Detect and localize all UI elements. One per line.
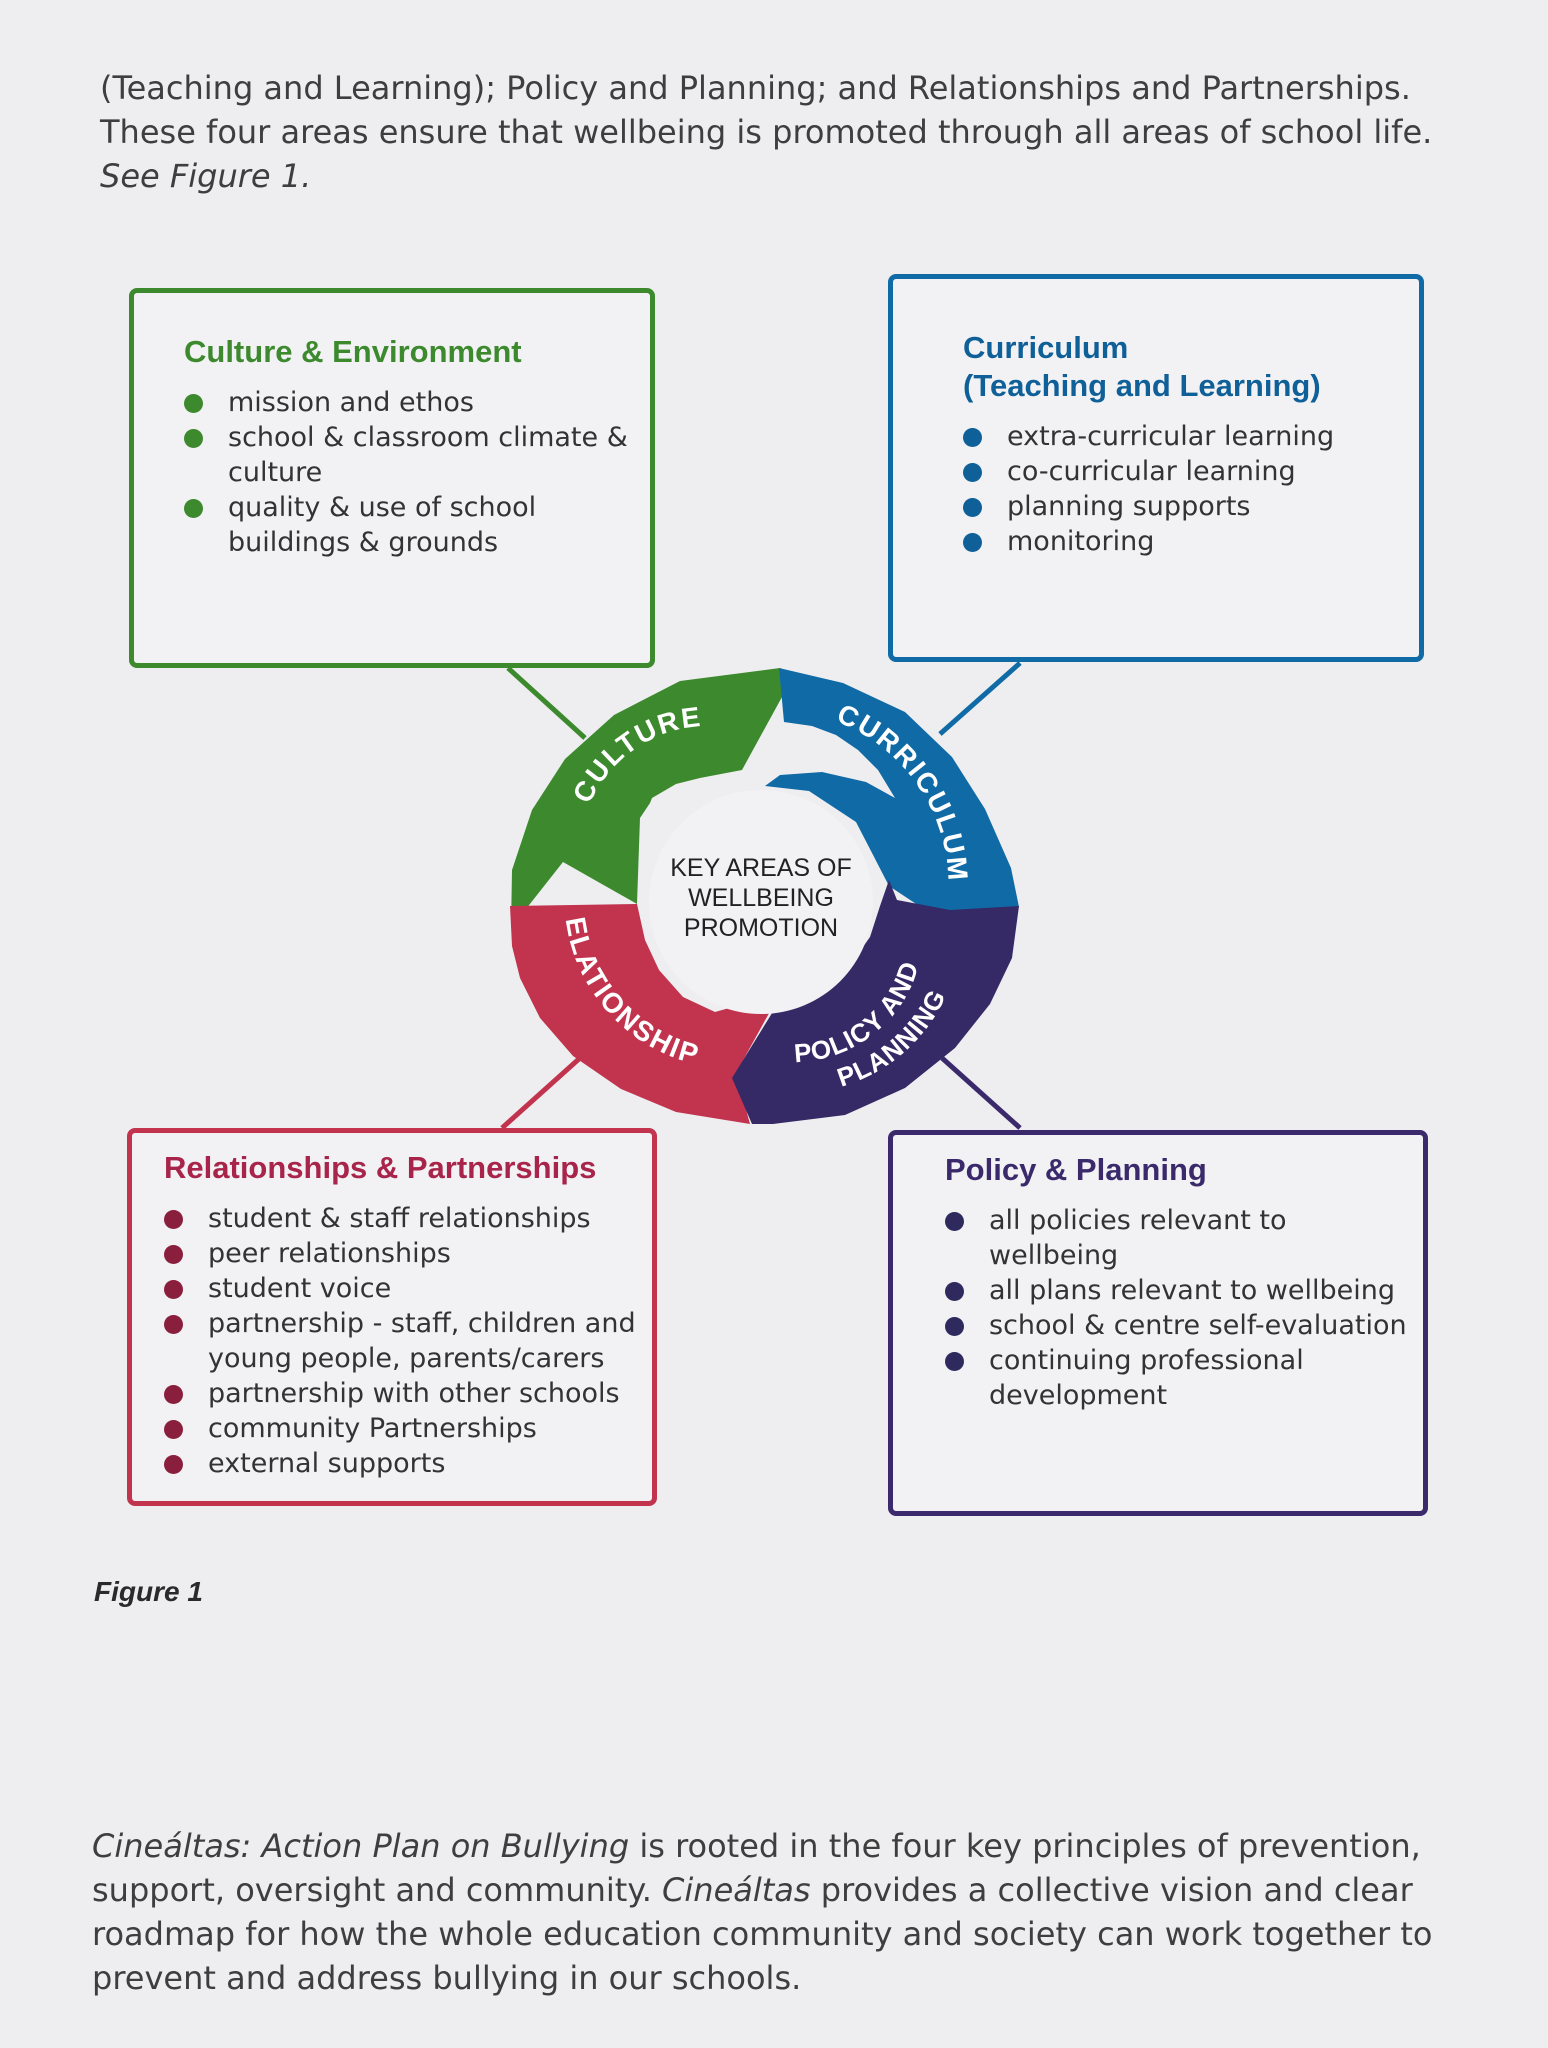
figure-caption: Figure 1	[94, 1576, 203, 1607]
list-item: planning supports	[963, 489, 1399, 524]
center-label-line3: PROMOTION	[684, 914, 838, 942]
wheel-center	[649, 790, 873, 1014]
connector-curriculum	[938, 661, 1022, 736]
cinealtas-name: Cineáltas	[662, 1871, 811, 1909]
curriculum-list: extra-curricular learning co-curricular …	[963, 419, 1399, 559]
list-item: partnership with other schools	[164, 1376, 636, 1411]
segment-curriculum	[765, 668, 1019, 925]
segment-relationships	[510, 904, 773, 1124]
connector-policy	[940, 1056, 1022, 1130]
list-item: peer relationships	[164, 1236, 636, 1271]
segment-culture	[511, 668, 794, 928]
list-item: continuing professional development	[945, 1343, 1407, 1413]
outro-paragraph: Cineáltas: Action Plan on Bullying is ro…	[92, 1824, 1492, 2000]
curriculum-title-line1: Curriculum	[963, 330, 1129, 365]
policy-planning-box: Policy & Planning all policies relevant …	[888, 1130, 1428, 1516]
intro-paragraph: (Teaching and Learning); Policy and Plan…	[100, 66, 1500, 198]
list-item: student & staff relationships	[164, 1201, 636, 1236]
center-label-line2: WELLBEING	[688, 884, 834, 912]
list-item: external supports	[164, 1446, 636, 1481]
outro-text-2: provides a collective vision and clear r…	[92, 1871, 1433, 1997]
center-label-line1: KEY AREAS OF	[670, 854, 852, 882]
list-item: school & classroom climate & culture	[184, 420, 630, 490]
relationships-box-title: Relationships & Partnerships	[164, 1150, 597, 1185]
policy-list: all policies relevant to wellbeing all p…	[945, 1203, 1407, 1413]
outro-text-1: is rooted in the four key principles of …	[92, 1827, 1421, 1909]
connector-culture	[506, 666, 587, 740]
list-item: co-curricular learning	[963, 454, 1399, 489]
list-item: partnership - staff, children and young …	[164, 1306, 636, 1376]
intro-text: (Teaching and Learning); Policy and Plan…	[100, 69, 1433, 151]
culture-list: mission and ethos school & classroom cli…	[184, 385, 630, 560]
list-item: extra-curricular learning	[963, 419, 1399, 454]
list-item: community Partnerships	[164, 1411, 636, 1446]
list-item: mission and ethos	[184, 385, 630, 420]
culture-box-title: Culture & Environment	[184, 334, 522, 369]
list-item: monitoring	[963, 524, 1399, 559]
curriculum-box-title: Curriculum(Teaching and Learning)	[963, 329, 1399, 405]
list-item: all plans relevant to wellbeing	[945, 1273, 1407, 1308]
list-item: school & centre self-evaluation	[945, 1308, 1407, 1343]
curriculum-box: Curriculum(Teaching and Learning) extra-…	[888, 274, 1424, 662]
relationships-list: student & staff relationships peer relat…	[164, 1201, 636, 1481]
list-item: all policies relevant to wellbeing	[945, 1203, 1407, 1273]
policy-box-title: Policy & Planning	[945, 1152, 1207, 1187]
action-plan-title: Cineáltas: Action Plan on Bullying	[92, 1827, 630, 1865]
culture-environment-box: Culture & Environment mission and ethos …	[129, 288, 655, 668]
figure-reference: See Figure 1.	[100, 157, 312, 195]
relationships-partnerships-box: Relationships & Partnerships student & s…	[127, 1128, 657, 1506]
list-item: student voice	[164, 1271, 636, 1306]
curriculum-title-line2: (Teaching and Learning)	[963, 368, 1321, 403]
segment-policy	[732, 880, 1019, 1124]
connector-relationships	[500, 1056, 582, 1130]
list-item: quality & use of school buildings & grou…	[184, 490, 630, 560]
